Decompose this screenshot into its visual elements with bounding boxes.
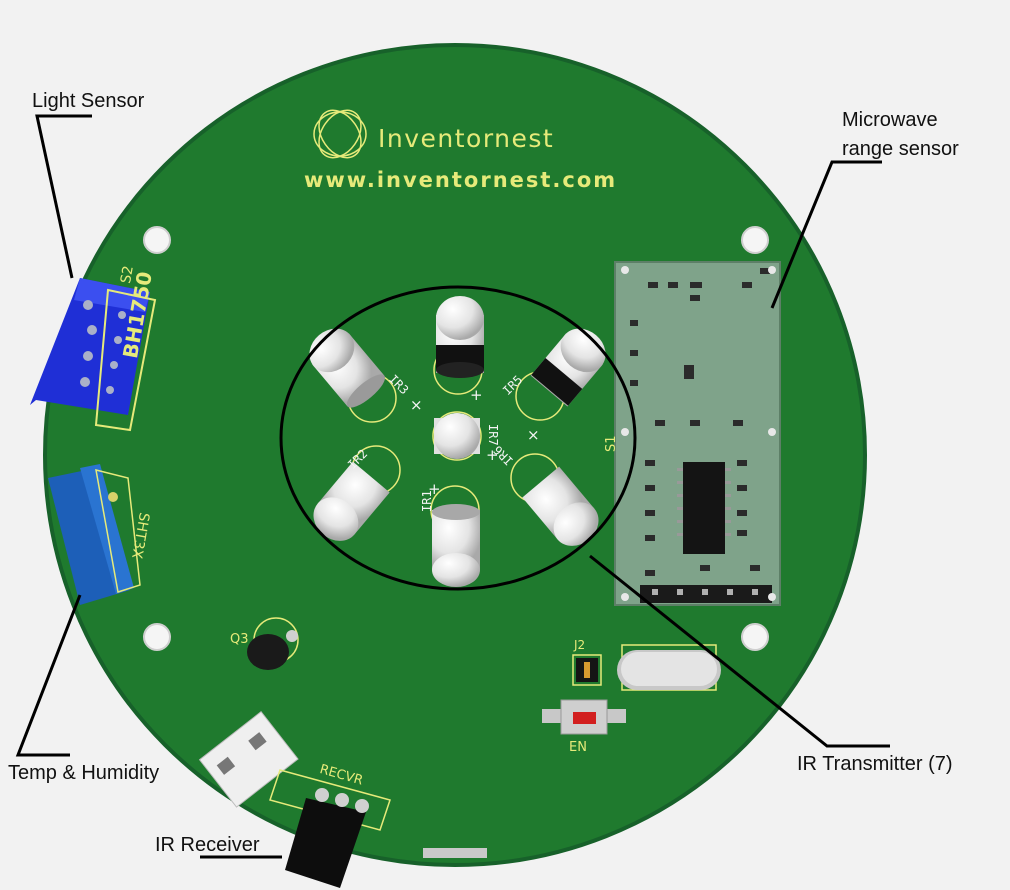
callout-microwave-line1: Microwave [842, 109, 938, 131]
ir-led-ir7 [434, 413, 480, 459]
leader-temp-humidity [15, 594, 82, 757]
leader-light-sensor [35, 114, 92, 279]
ir-receiver-component [269, 769, 391, 888]
microwave-sensor-module [614, 261, 781, 606]
ir-led-ir5 [530, 328, 606, 407]
callout-ir-receiver: IR Receiver [155, 834, 260, 856]
pcb-board-shade [43, 43, 867, 867]
ir-led-ir1 [432, 504, 480, 587]
svg-text:×: × [410, 396, 423, 414]
silk-en: EN [569, 740, 587, 755]
mounting-hole [741, 623, 769, 651]
silk-s1: S1 [604, 435, 619, 452]
callout-light-sensor: Light Sensor [32, 90, 145, 112]
light-sensor-module [30, 278, 157, 432]
leader-microwave [770, 160, 882, 309]
callout-leaders [15, 114, 890, 859]
ir-transmitter-group: + × × + + [309, 296, 606, 587]
ir-transmitter-highlight-ring [279, 285, 637, 591]
ir-led-ir2 [313, 461, 390, 541]
svg-text:+: + [486, 446, 499, 464]
brand-name: Inventornest [378, 124, 555, 153]
white-connector [198, 711, 299, 808]
jumper-j2 [572, 654, 602, 686]
callout-temp-humidity: Temp & Humidity [8, 762, 160, 784]
ir-led-ir3 [309, 328, 386, 408]
leader-ir-transmitter [589, 554, 890, 748]
silk-s2: S2 [118, 264, 137, 285]
svg-text:×: × [527, 426, 540, 444]
svg-text:+: + [428, 480, 441, 498]
brand-logo-icon [313, 109, 367, 159]
mounting-holes [143, 226, 769, 651]
callout-microwave-sensor: Microwave range sensor [842, 106, 959, 164]
mounting-hole [143, 226, 171, 254]
bottom-header [423, 848, 487, 858]
callout-ir-transmitter: IR Transmitter (7) [797, 753, 953, 775]
silk-ir1: IR1 [420, 490, 434, 512]
silk-q3: Q3 [230, 632, 249, 647]
svg-text:+: + [470, 386, 483, 404]
ir-led-ir6 [522, 466, 599, 546]
crystal-oscillator [617, 644, 721, 691]
silk-j2: J2 [574, 638, 586, 652]
enable-button [542, 699, 626, 735]
ir-led-ir4 [436, 296, 484, 378]
silk-ir7: IR7 [486, 424, 500, 446]
callout-microwave-line2: range sensor [842, 138, 959, 160]
mounting-hole [741, 226, 769, 254]
mounting-hole [143, 623, 171, 651]
temp-humidity-module [48, 464, 141, 605]
transistor-q3 [247, 617, 299, 670]
brand-url: www.inventornest.com [304, 168, 618, 192]
